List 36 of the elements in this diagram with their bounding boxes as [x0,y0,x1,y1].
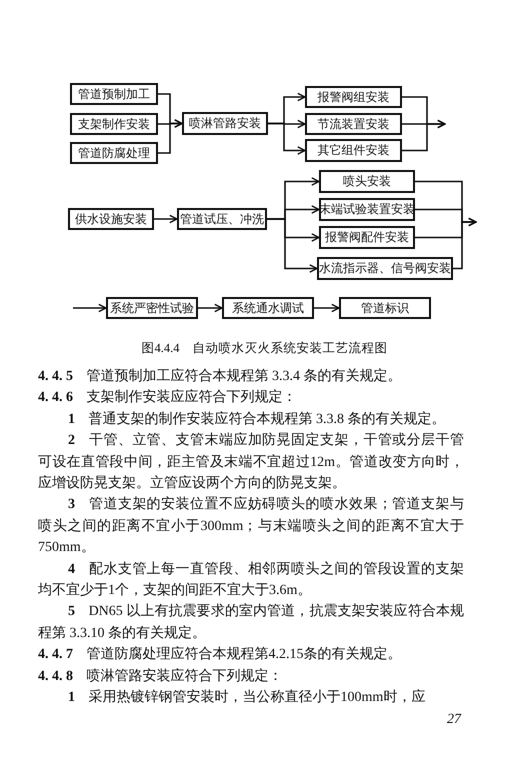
arrow [267,218,318,273]
process-box: 水流指示器、信号阀安装 [317,257,453,280]
process-box: 管道预制加工 [70,83,158,105]
page-number: 27 [447,712,461,728]
process-box: 节流装置安装 [305,113,402,135]
process-box: 管道试压、冲洗 [177,208,267,230]
process-box: 管道标识 [339,297,431,319]
process-box: 其它组件安装 [305,139,402,162]
paragraph: 1 采用热镀锌钢管安装时，当公称直径小于100mm时，应 [67,688,426,708]
process-box: 喷头安装 [319,170,415,193]
process-box: 系统通水调试 [222,297,314,319]
paragraph: 4. 4. 8 喷淋管路安装应符合下列规定： [38,667,284,686]
process-box: 系统严密性试验 [106,297,198,319]
paragraph: 4. 4. 6 支架制作安装应应符合下列规定： [38,388,298,408]
paragraph: 4 配水支管上每一直管段、相邻两喷头之间的管段设置的支架均不宜少于1个，支架的间距不宜大于3.6m。 [38,560,464,600]
arrow [402,120,446,152]
figure-caption: 图4.4.4 自动喷水灭火系统安装工艺流程图 [140,340,389,357]
process-box: 报警阀组安装 [305,86,402,108]
paragraph: 4. 4. 5 管道预制加工应符合本规程第 3.3.4 条的有关规定。 [38,367,402,386]
arrow [453,218,477,270]
arrow [268,122,306,155]
arrow [314,304,340,312]
paragraph: 2 干管、立管、支管末端应加防晃固定支架，干管或分层干管可设在直管段中间，距主管及末端不宜超过12m。管道改变方向时，应增设防晃支架。立管应设两个方向的防晃支架。 [38,431,464,494]
arrow [154,214,178,224]
arrow [73,304,107,312]
process-box: 喷淋管路安装 [182,112,268,135]
paragraph: 4. 4. 7 管道防腐处理应符合本规程第4.2.15条的有关规定。 [38,645,402,664]
arrow [158,119,183,154]
paragraph: 3 管道支架的安装位置不应妨碍喷头的喷水效果；管道支架与喷头之间的距离不宜小于300mm；与末端喷头之间的距离不宜大于750mm。 [38,495,464,558]
process-box: 供水设施安装 [68,208,154,230]
paragraph: 5 DN65 以上有抗震要求的室内管道，抗震支架安装应符合本规程第 3.3.10 条的有关规定。 [38,602,464,643]
process-box: 支架制作安装 [70,113,158,135]
process-box: 管道防腐处理 [70,142,158,164]
arrow [198,304,223,312]
paragraph: 1 普通支架的制作安装应符合本规程第 3.3.8 条的有关规定。 [67,410,446,429]
process-box: 报警阀配件安装 [319,226,415,249]
